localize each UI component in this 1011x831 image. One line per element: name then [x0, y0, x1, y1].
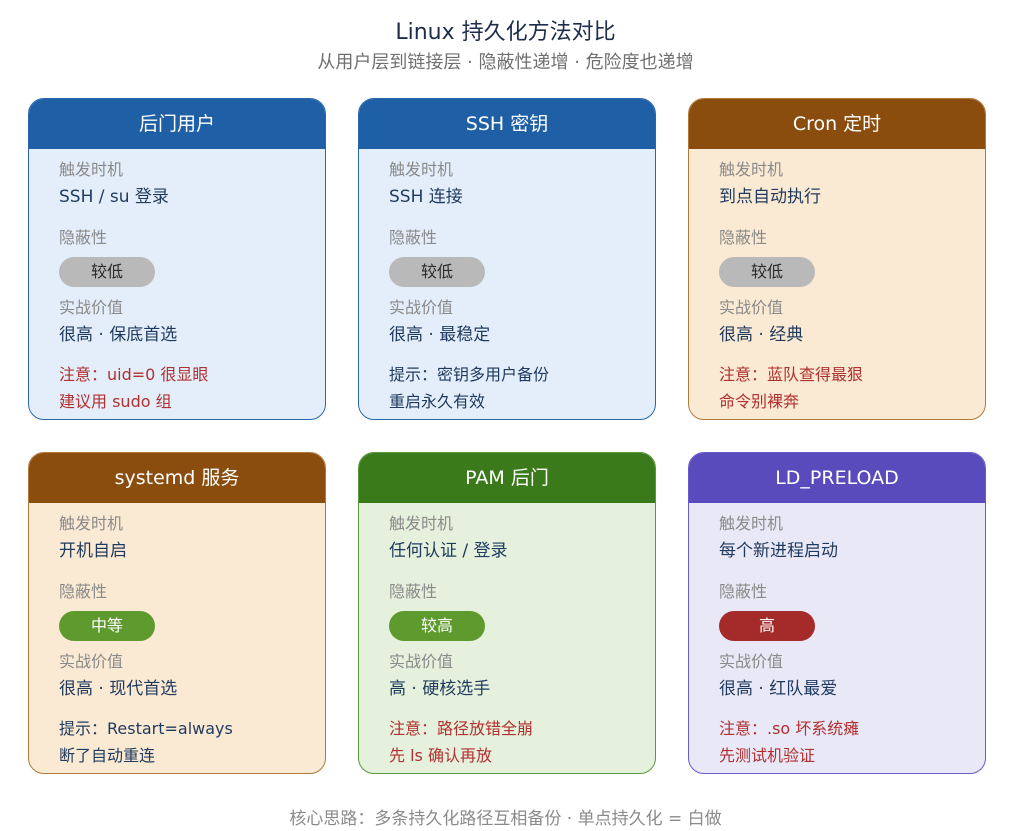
card-title: 后门用户	[29, 99, 325, 149]
trigger-value: SSH 连接	[389, 187, 463, 207]
note-line-1: 提示：Restart=always	[59, 719, 233, 738]
card-title: LD_PRELOAD	[689, 453, 985, 503]
trigger-label: 触发时机	[59, 514, 124, 533]
value-label: 实战价值	[719, 298, 784, 317]
note-line-1: 注意：蓝队查得最狠	[719, 365, 864, 384]
stealth-label: 隐蔽性	[59, 582, 108, 601]
stealth-label: 隐蔽性	[389, 582, 438, 601]
value-label: 实战价值	[719, 652, 784, 671]
note-line-2: 断了自动重连	[59, 746, 156, 765]
stealth-badge: 高	[719, 611, 815, 641]
trigger-label: 触发时机	[719, 514, 784, 533]
trigger-value: SSH / su 登录	[59, 187, 169, 207]
trigger-label: 触发时机	[59, 160, 124, 179]
card-systemd: systemd 服务 触发时机 开机自启 隐蔽性 中等 实战价值 很高 · 现代…	[28, 452, 326, 774]
note-line-1: 提示：密钥多用户备份	[389, 365, 550, 384]
stealth-label: 隐蔽性	[719, 228, 768, 247]
value-text: 很高 · 现代首选	[59, 679, 178, 699]
stealth-badge: 较高	[389, 611, 485, 641]
stealth-label: 隐蔽性	[389, 228, 438, 247]
trigger-value: 开机自启	[59, 541, 127, 561]
card-title: systemd 服务	[29, 453, 325, 503]
page-subtitle: 从用户层到链接层 · 隐蔽性递增 · 危险度也递增	[317, 52, 694, 73]
stealth-label: 隐蔽性	[719, 582, 768, 601]
card-pam-backdoor: PAM 后门 触发时机 任何认证 / 登录 隐蔽性 较高 实战价值 高 · 硬核…	[358, 452, 656, 774]
card-cron: Cron 定时 触发时机 到点自动执行 隐蔽性 较低 实战价值 很高 · 经典 …	[688, 98, 986, 420]
note-line-1: 注意：uid=0 很显眼	[59, 365, 209, 384]
value-text: 很高 · 经典	[719, 325, 804, 345]
value-text: 很高 · 红队最爱	[719, 679, 838, 699]
trigger-label: 触发时机	[719, 160, 784, 179]
note-line-1: 注意：.so 坏系统瘫	[719, 719, 860, 738]
card-backdoor-user: 后门用户 触发时机 SSH / su 登录 隐蔽性 较低 实战价值 很高 · 保…	[28, 98, 326, 420]
trigger-value: 每个新进程启动	[719, 541, 838, 561]
stealth-badge: 较低	[719, 257, 815, 287]
note-line-2: 重启永久有效	[389, 392, 486, 411]
stealth-badge: 较低	[59, 257, 155, 287]
footer-note: 核心思路：多条持久化路径互相备份 · 单点持久化 = 白做	[289, 809, 722, 829]
card-ld-preload: LD_PRELOAD 触发时机 每个新进程启动 隐蔽性 高 实战价值 很高 · …	[688, 452, 986, 774]
note-line-2: 建议用 sudo 组	[59, 392, 172, 411]
trigger-label: 触发时机	[389, 514, 454, 533]
trigger-value: 到点自动执行	[719, 187, 821, 207]
value-text: 很高 · 保底首选	[59, 325, 178, 345]
card-title: SSH 密钥	[359, 99, 655, 149]
stealth-badge: 较低	[389, 257, 485, 287]
note-line-1: 注意：路径放错全崩	[389, 719, 534, 738]
note-line-2: 先 ls 确认再放	[389, 746, 492, 765]
stealth-label: 隐蔽性	[59, 228, 108, 247]
card-title: Cron 定时	[689, 99, 985, 149]
card-title: PAM 后门	[359, 453, 655, 503]
value-label: 实战价值	[59, 298, 124, 317]
value-text: 高 · 硬核选手	[389, 679, 491, 699]
note-line-2: 先测试机验证	[719, 746, 816, 765]
trigger-value: 任何认证 / 登录	[389, 541, 508, 561]
value-label: 实战价值	[389, 652, 454, 671]
trigger-label: 触发时机	[389, 160, 454, 179]
page-title: Linux 持久化方法对比	[395, 20, 616, 45]
note-line-2: 命令别裸奔	[719, 392, 800, 411]
value-label: 实战价值	[59, 652, 124, 671]
value-text: 很高 · 最稳定	[389, 325, 491, 345]
stealth-badge: 中等	[59, 611, 155, 641]
value-label: 实战价值	[389, 298, 454, 317]
card-ssh-key: SSH 密钥 触发时机 SSH 连接 隐蔽性 较低 实战价值 很高 · 最稳定 …	[358, 98, 656, 420]
